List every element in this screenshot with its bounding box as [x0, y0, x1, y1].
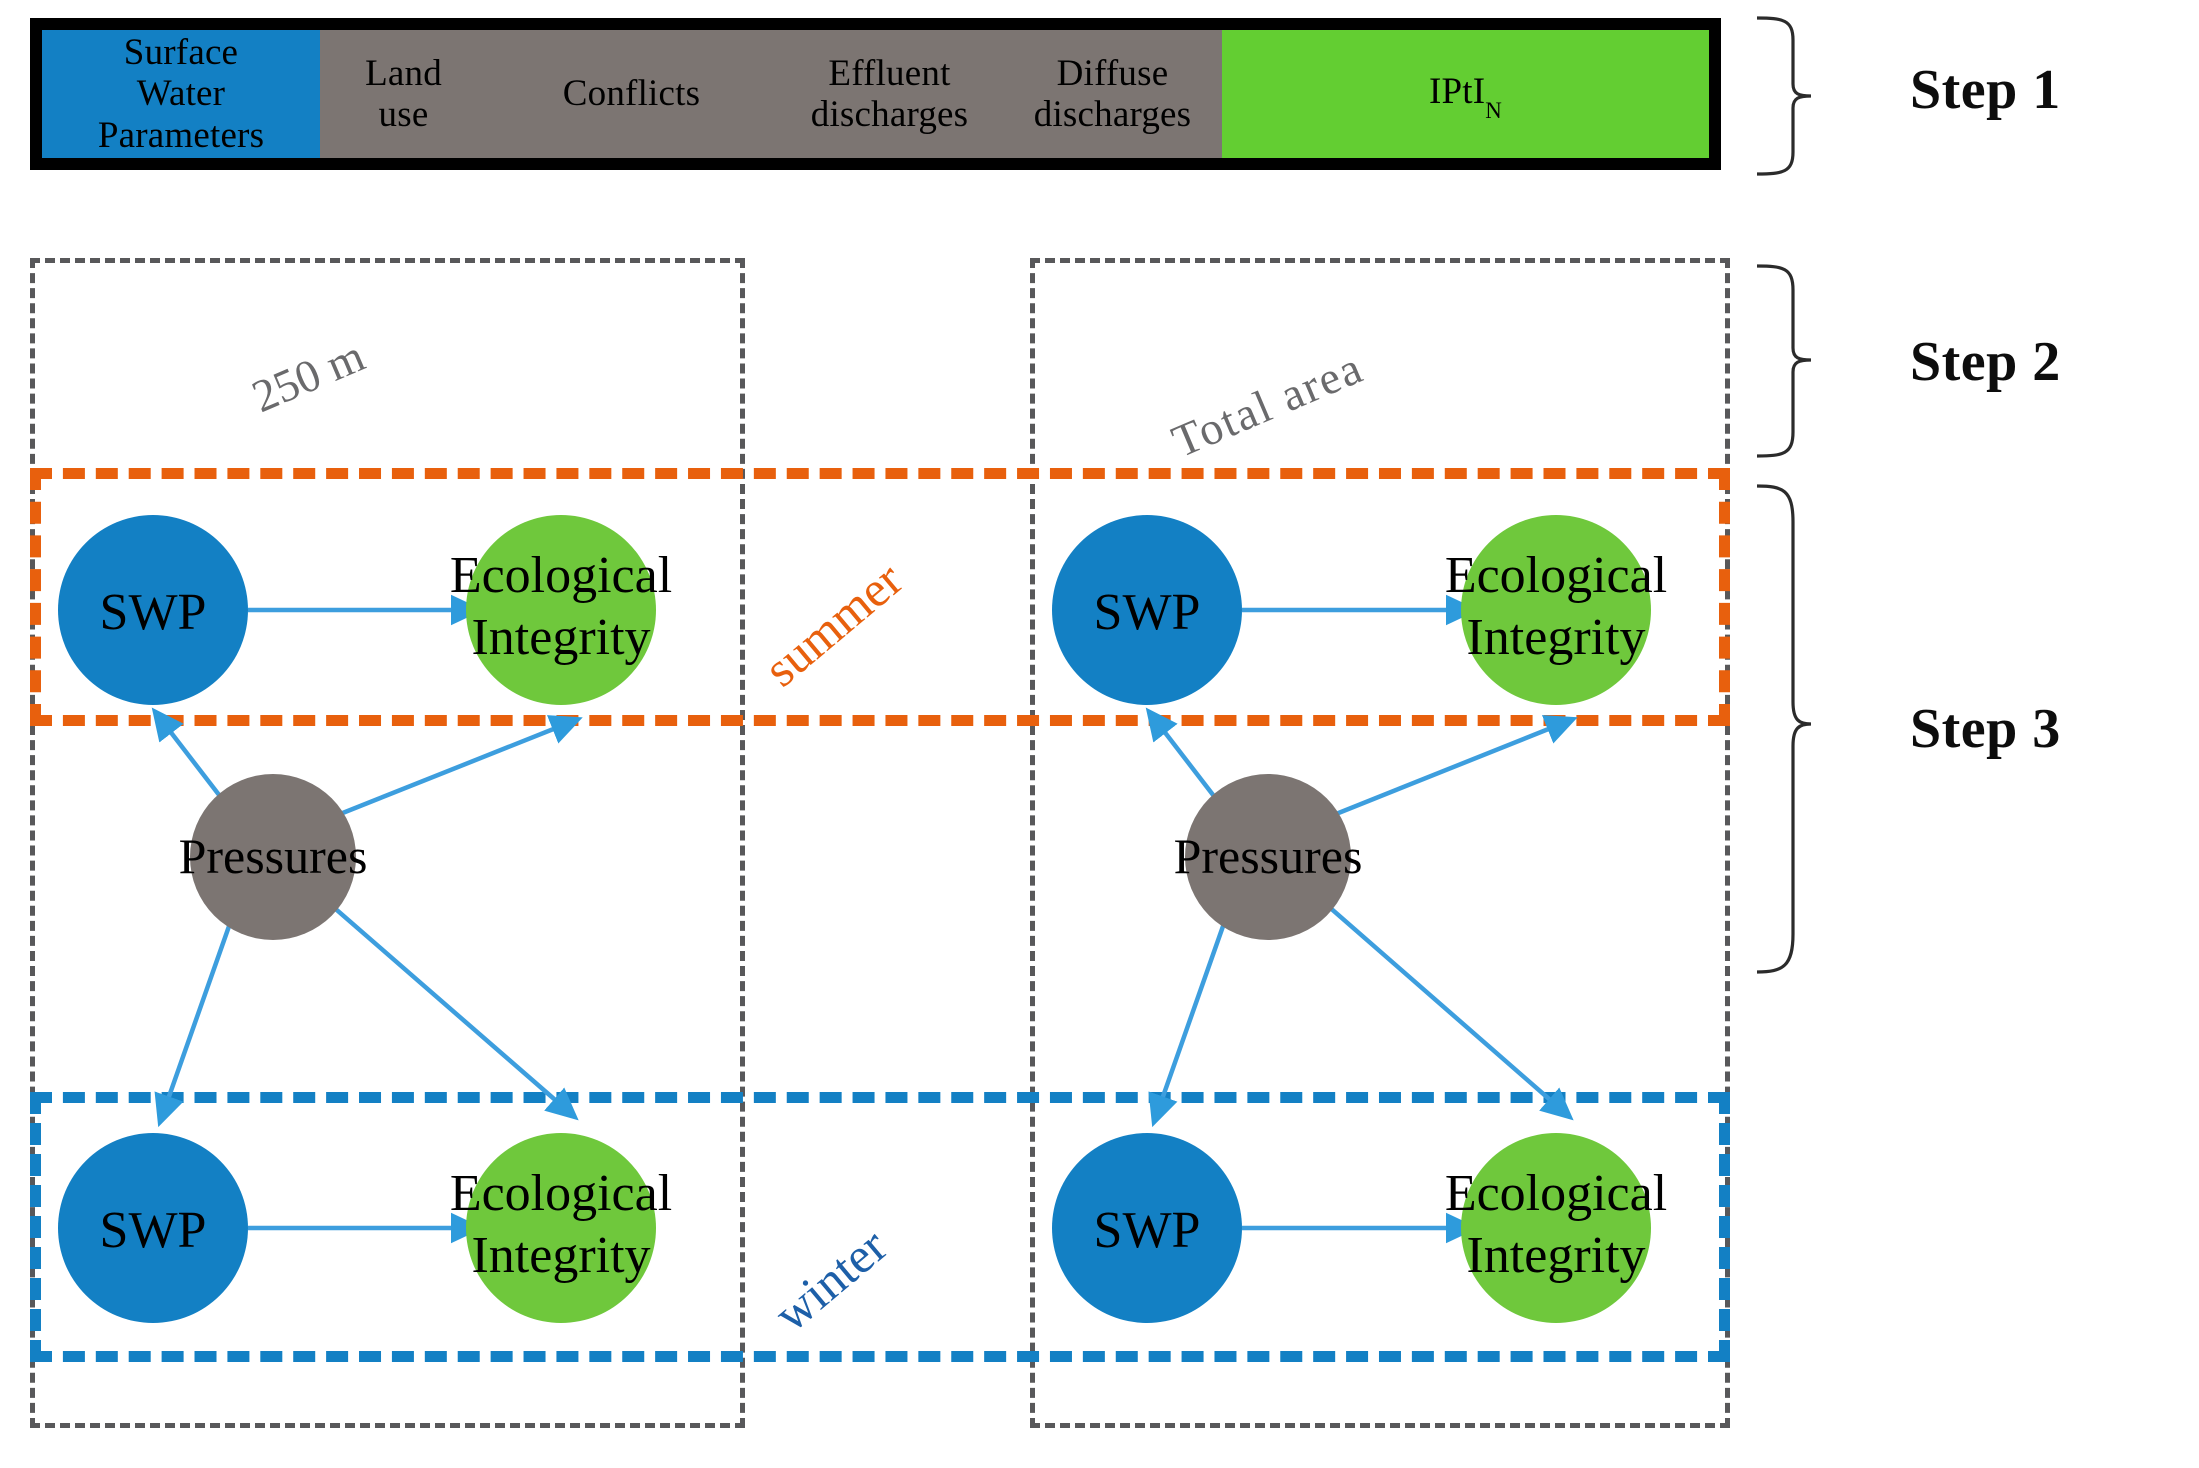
header-cell-line2: discharges	[1033, 94, 1192, 135]
node-eco-left-winter[interactable]	[466, 1133, 656, 1323]
scope-panel-250m	[30, 258, 745, 1428]
header-cell-line2: use	[378, 94, 429, 135]
season-band-winter	[30, 1092, 1730, 1362]
header-cell-surface-water-parameters[interactable]: Surface Water Parameters	[42, 30, 320, 158]
season-band-summer	[30, 468, 1730, 726]
header-cell-line1: Conflicts	[562, 73, 701, 115]
header-cell-ipti-n[interactable]: IPtIN	[1222, 30, 1709, 158]
node-pressures-left[interactable]	[190, 774, 356, 940]
header-cell-line3: Parameters	[97, 114, 265, 156]
header-cell-line2: discharges	[810, 94, 969, 135]
scope-panel-total-area	[1030, 258, 1730, 1428]
brace-step3	[1756, 484, 1812, 974]
header-cell-diffuse-discharges[interactable]: Diffuse discharges	[1003, 30, 1222, 158]
header-cells-row: Surface Water Parameters Land use Confli…	[42, 30, 1709, 158]
node-pressures-right[interactable]	[1185, 774, 1351, 940]
node-swp-left-summer[interactable]	[58, 515, 248, 705]
step-label-2: Step 2	[1910, 331, 2061, 393]
header-cell-line1: Diffuse	[1056, 52, 1169, 94]
ipti-subscript: N	[1485, 97, 1503, 123]
node-eco-right-summer[interactable]	[1461, 515, 1651, 705]
brace-step1	[1756, 16, 1812, 176]
header-cell-effluent-discharges[interactable]: Effluent discharges	[776, 30, 1003, 158]
node-swp-right-summer[interactable]	[1052, 515, 1242, 705]
node-eco-left-summer[interactable]	[466, 515, 656, 705]
node-eco-right-winter[interactable]	[1461, 1133, 1651, 1323]
header-cell-land-use[interactable]: Land use	[320, 30, 487, 158]
header-cell-line1: Land	[365, 52, 442, 94]
node-swp-right-winter[interactable]	[1052, 1133, 1242, 1323]
header-cell-line1: Surface	[123, 31, 239, 73]
header-cell-line2: Water	[136, 73, 226, 115]
brace-step2	[1756, 264, 1812, 458]
ipti-base: IPtI	[1428, 70, 1486, 112]
step-label-3: Step 3	[1910, 698, 2061, 760]
header-cell-line1: Effluent	[828, 52, 951, 94]
node-swp-left-winter[interactable]	[58, 1133, 248, 1323]
step-label-1: Step 1	[1910, 59, 2061, 121]
step1-header-bar: Surface Water Parameters Land use Confli…	[30, 18, 1721, 170]
header-cell-conflicts[interactable]: Conflicts	[487, 30, 776, 158]
